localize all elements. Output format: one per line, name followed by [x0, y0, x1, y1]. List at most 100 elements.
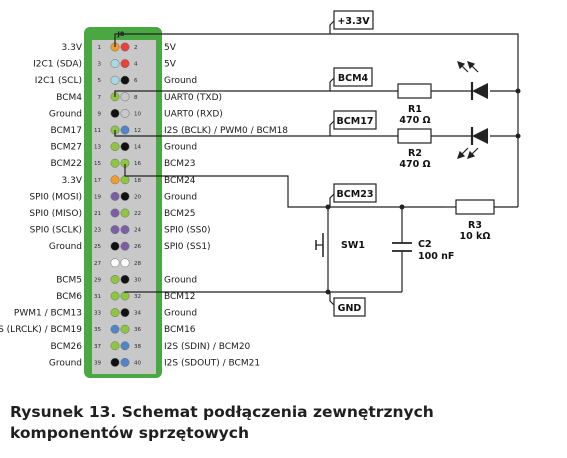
resistor-r2: R2 470 Ω [365, 128, 432, 170]
pin-label: SPI0 (MOSI) [29, 192, 82, 202]
pin-number: 32 [134, 294, 141, 300]
pin-number: 28 [134, 261, 141, 267]
switch-sw1: SW1 [315, 232, 365, 258]
pin-number: 20 [134, 194, 141, 200]
pin-label: BCM22 [50, 159, 82, 169]
pin-number: 23 [94, 228, 101, 234]
junction-dot [399, 204, 405, 210]
gpio-pin [120, 142, 130, 152]
gpio-pin [110, 324, 120, 334]
gpio-pin [110, 208, 120, 218]
wires [114, 33, 519, 293]
r1-value: 470 Ω [399, 115, 430, 126]
gpio-pin [110, 158, 120, 168]
gpio-pin [110, 241, 120, 251]
gpio-pin [120, 274, 130, 284]
pin-number: 11 [94, 128, 101, 134]
gpio-pin [120, 324, 130, 334]
gpio-pin [120, 59, 130, 69]
gpio-pin [120, 42, 130, 52]
gpio-pin [120, 125, 130, 135]
pin-number: 35 [94, 327, 101, 333]
pin-number: 33 [94, 311, 101, 317]
net-tag-vcc-label: +3.3V [337, 16, 370, 27]
net-tag-bcm4: BCM4 [329, 67, 373, 91]
gpio-pin [110, 308, 120, 318]
gpio-pin [110, 341, 120, 351]
pin-number: 1 [98, 45, 102, 51]
junction-dot [325, 289, 331, 295]
pin-label: 3.3V [62, 176, 83, 186]
r3-value: 10 kΩ [460, 231, 491, 242]
pin-number: 29 [94, 277, 101, 283]
gpio-pin [120, 291, 130, 301]
pin-label: I2S (LRCLK) / BCM19 [0, 325, 82, 335]
gpio-pin [110, 191, 120, 201]
gpio-pin [110, 274, 120, 284]
pin-label: I2C1 (SDA) [33, 60, 82, 70]
gpio-pin [110, 291, 120, 301]
gpio-pin [120, 225, 130, 235]
gpio-pin [110, 175, 120, 185]
gpio-pin [110, 75, 120, 85]
pin-label: 3.3V [62, 43, 83, 53]
r2-value: 470 Ω [399, 159, 430, 170]
led-icon [457, 61, 488, 100]
gpio-pin [120, 191, 130, 201]
sw1-ref: SW1 [341, 240, 365, 251]
pin-number: 19 [94, 194, 101, 200]
pin-label: BCM26 [50, 342, 82, 352]
pin-label: Ground [164, 76, 197, 86]
gpio-pin [110, 258, 120, 268]
pin-label: I2S (BCLK) / PWM0 / BCM18 [164, 126, 288, 136]
pin-label: BCM17 [50, 126, 82, 136]
pin-number: 24 [134, 228, 141, 234]
gpio-pin [120, 92, 130, 102]
pin-label: 5V [164, 43, 177, 53]
pin-number: 3 [98, 62, 102, 68]
pin-label: 5V [164, 60, 177, 70]
r3-ref: R3 [468, 220, 482, 231]
pin-label: Ground [49, 109, 82, 119]
junction-dot [515, 133, 521, 139]
pin-label: BCM23 [164, 159, 196, 169]
resistor-r1: R1 470 Ω [365, 83, 432, 126]
pin-label: I2S (SDOUT) / BCM21 [164, 358, 260, 368]
gpio-pin [120, 108, 130, 118]
pin-number: 15 [94, 161, 101, 167]
c2-value: 100 nF [418, 251, 454, 262]
pin-label: SPI0 (SS1) [164, 242, 211, 252]
gpio-pin [120, 208, 130, 218]
pin-label: BCM12 [164, 292, 196, 302]
pin-number: 5 [98, 78, 102, 84]
gpio-pin [120, 258, 130, 268]
pin-number: 16 [134, 161, 141, 167]
net-tag-vcc: +3.3V [329, 10, 374, 34]
pin-label: BCM25 [164, 209, 196, 219]
pin-label: BCM4 [56, 93, 82, 103]
gpio-pin [110, 357, 120, 367]
pin-label: I2S (SDIN) / BCM20 [164, 342, 251, 352]
pin-number: 13 [94, 145, 101, 151]
pin-number: 12 [134, 128, 141, 134]
pin-number: 17 [94, 178, 101, 184]
pin-label: SPI0 (MISO) [29, 209, 82, 219]
pin-number: 10 [134, 111, 141, 117]
pin-number: 21 [94, 211, 101, 217]
pin-number: 4 [134, 62, 138, 68]
pin-label: Ground [164, 309, 197, 319]
pin-label: UART0 (TXD) [164, 93, 222, 103]
net-tag-bcm23: BCM23 [329, 183, 377, 207]
pin-label: BCM16 [164, 325, 196, 335]
junction-dots [325, 88, 521, 295]
r1-ref: R1 [408, 104, 422, 115]
pin-label: Ground [164, 143, 197, 153]
pin-number: 34 [134, 311, 141, 317]
pin-number: 37 [94, 344, 101, 350]
pin-label: Ground [49, 358, 82, 368]
pin-label: UART0 (RXD) [164, 109, 223, 119]
figure-caption: Rysunek 13. Schemat podłączenia zewnętrz… [10, 403, 434, 442]
pin-number: 36 [134, 327, 141, 333]
pin-label: BCM6 [56, 292, 82, 302]
